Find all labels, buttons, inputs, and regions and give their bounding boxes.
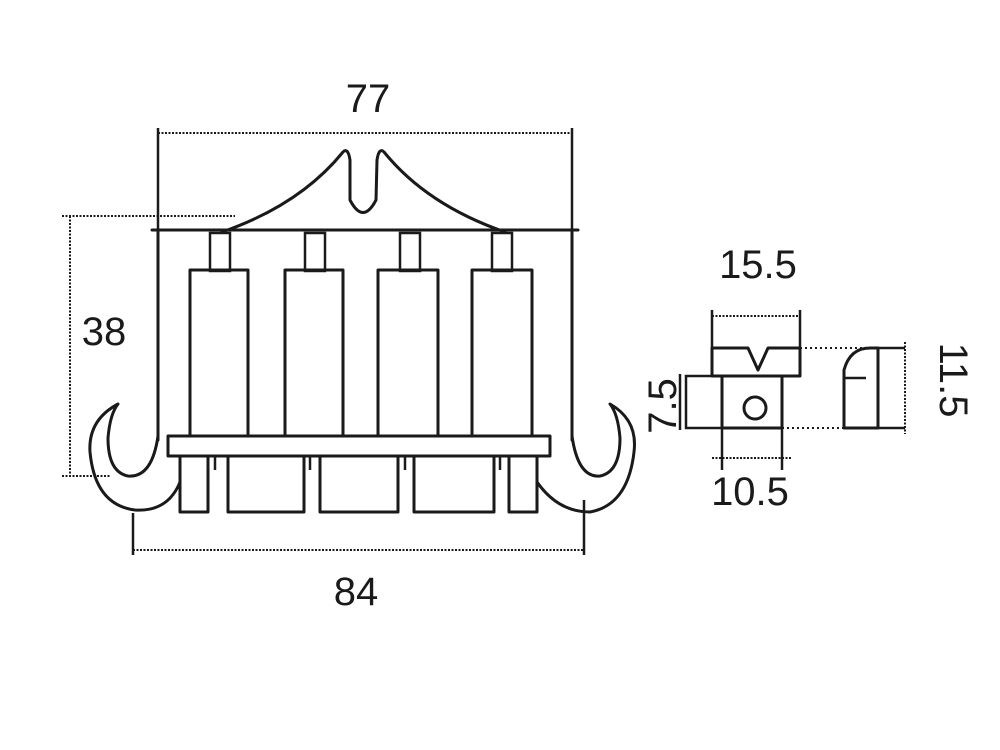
- front-view: [62, 128, 636, 555]
- label-side-right-height: 11.5: [931, 343, 975, 418]
- label-bottom-width: 84: [334, 570, 379, 614]
- side-view: [678, 310, 906, 470]
- dimension-left-height: [62, 215, 235, 477]
- side-body: [720, 374, 784, 430]
- base-plate: [166, 434, 552, 458]
- label-left-height: 38: [82, 310, 127, 354]
- dimension-bottom-width: [131, 500, 586, 555]
- left-hook: [88, 402, 182, 512]
- side-end-profile: [842, 346, 880, 430]
- right-hook: [535, 402, 636, 514]
- saddles: [188, 268, 534, 438]
- label-top-width: 77: [346, 77, 391, 121]
- dimension-top-width: [156, 128, 574, 235]
- spring-curve: [220, 149, 507, 234]
- side-hole: [742, 395, 768, 421]
- label-side-top-width: 15.5: [719, 243, 797, 287]
- label-side-bottom-width: 10.5: [711, 470, 789, 514]
- label-side-left-height: 7.5: [641, 378, 685, 434]
- base-feet: [178, 454, 539, 514]
- saddle-stems: [208, 231, 514, 273]
